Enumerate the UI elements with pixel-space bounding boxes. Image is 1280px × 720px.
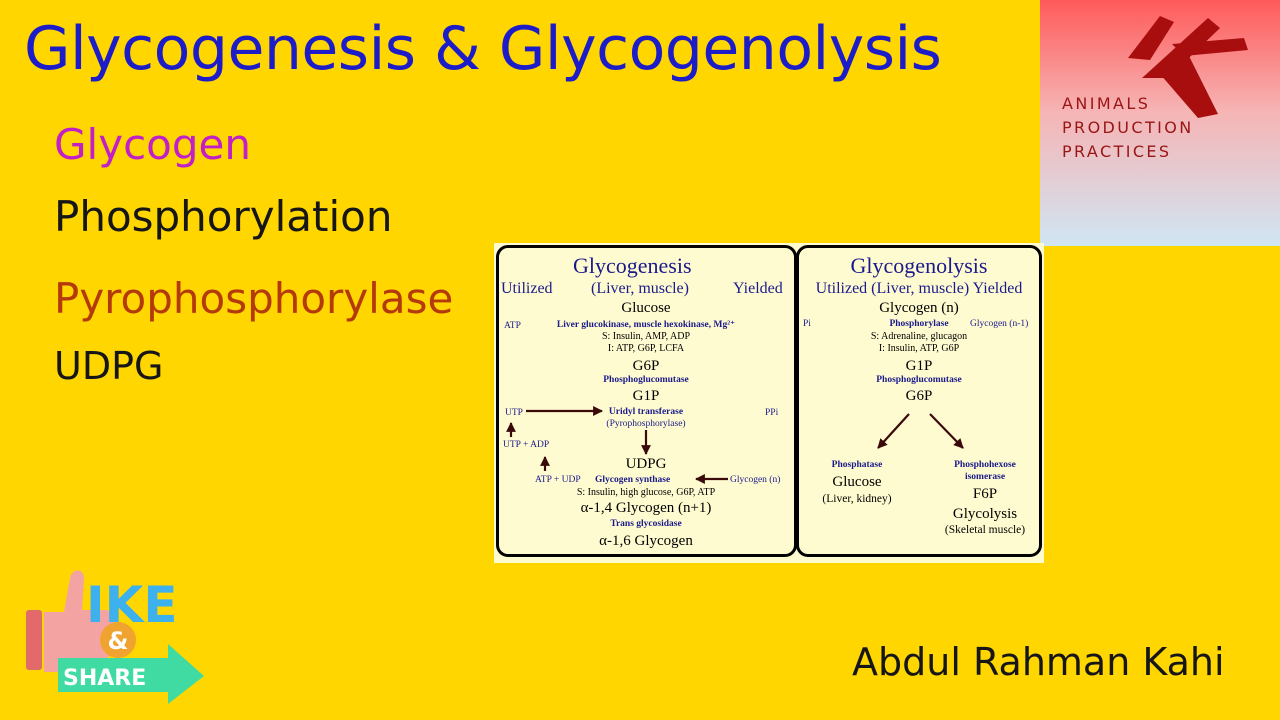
term-glycogen: Glycogen	[54, 120, 251, 169]
phosphoglucomutase-label: Phosphoglucomutase	[603, 375, 689, 385]
skeletal-muscle-label: (Skeletal muscle)	[944, 524, 1026, 536]
g1p-node-r: G1P	[905, 358, 933, 374]
pathway-diagram: Glycogenesis Utilized (Liver, muscle) Yi…	[494, 243, 1044, 563]
phosphatase-label: Phosphatase	[831, 460, 883, 470]
glycogenesis-panel	[496, 245, 797, 557]
utilized-label: Utilized	[501, 280, 553, 297]
author-name: Abdul Rahman Kahi	[852, 640, 1225, 684]
channel-logo: ANIMALS PRODUCTION PRACTICES	[1040, 0, 1280, 246]
glycogenesis-caption: Glycogenesis	[573, 253, 692, 278]
like-share-badge[interactable]: IKE & SHARE	[22, 560, 212, 705]
g1p-node: G1P	[632, 388, 660, 404]
like-word: IKE	[86, 576, 178, 634]
g6p-node: G6P	[632, 358, 660, 374]
utp-label: UTP	[505, 408, 523, 418]
ppi-label: PPi	[765, 408, 779, 418]
logo-line-3: PRACTICES	[1062, 142, 1172, 161]
utp-adp-label: UTP + ADP	[503, 440, 550, 450]
glucose-node-r: Glucose	[832, 474, 882, 490]
glucose-node: Glucose	[621, 300, 671, 316]
glucokinase-label: Liver glucokinase, muscle hexokinase, Mg…	[556, 320, 736, 330]
glycogen-14-node: α-1,4 Glycogen (n+1)	[580, 500, 712, 516]
glycogenolysis-caption: Glycogenolysis	[850, 253, 988, 278]
glycogenolysis-panel	[796, 245, 1042, 557]
glycogenolysis-header: Utilized (Liver, muscle) Yielded	[815, 280, 1023, 297]
share-arrow-icon	[58, 644, 204, 704]
page-title: Glycogenesis & Glycogenolysis	[24, 14, 942, 84]
pyrophosphorylase-label: (Pyrophosphorylase)	[606, 419, 686, 429]
stimulators-1: S: Insulin, AMP, ADP	[601, 331, 691, 342]
ampersand: &	[108, 627, 129, 655]
g6p-node-r: G6P	[905, 388, 933, 404]
glycogen-n1-label: Glycogen (n-1)	[970, 319, 1029, 329]
phosphohexose-label: Phosphohexose	[954, 460, 1016, 470]
logo-mark-icon	[1128, 16, 1248, 118]
term-pyrophosphorylase: Pyrophosphorylase	[54, 274, 454, 323]
glycogen-synthase-label: Glycogen synthase	[595, 475, 671, 485]
like-share-graphic: IKE & SHARE	[26, 570, 204, 704]
atp-label: ATP	[504, 321, 521, 331]
glycolysis-node: Glycolysis	[952, 506, 1018, 522]
pi-label: Pi	[803, 319, 811, 329]
inhibitors-r1: I: Insulin, ATP, G6P	[878, 343, 960, 354]
logo-text: ANIMALS PRODUCTION PRACTICES	[1062, 92, 1194, 164]
stimulators-4: S: Insulin, high glucose, G6P, ATP	[576, 487, 716, 498]
tissue-label: (Liver, muscle)	[591, 280, 689, 297]
term-udpg: UDPG	[54, 344, 164, 388]
share-word: SHARE	[63, 666, 146, 691]
phosphorylase-label: Phosphorylase	[889, 319, 949, 329]
stimulators-r1: S: Adrenaline, glucagon	[870, 331, 968, 342]
pathway-arrows	[506, 406, 964, 484]
term-phosphorylation: Phosphorylation	[54, 192, 393, 241]
glycogen-n-node: Glycogen (n)	[879, 300, 959, 316]
isomerase-label: isomerase	[964, 472, 1006, 482]
f6p-node: F6P	[972, 486, 998, 502]
atp-udp-label: ATP + UDP	[535, 475, 581, 485]
glycogen-n-input: Glycogen (n)	[730, 475, 781, 485]
trans-glycosidase-label: Trans glycosidase	[610, 519, 682, 529]
liver-kidney-label: (Liver, kidney)	[822, 493, 892, 505]
logo-line-1: ANIMALS	[1062, 94, 1151, 113]
yielded-label: Yielded	[733, 280, 783, 297]
phosphoglucomutase-label-r: Phosphoglucomutase	[876, 375, 962, 385]
glycogen-16-node: α-1,6 Glycogen	[599, 533, 693, 549]
inhibitors-1: I: ATP, G6P, LCFA	[607, 343, 685, 354]
udpg-node: UDPG	[625, 456, 667, 472]
thumbs-up-icon	[26, 570, 116, 672]
logo-line-2: PRODUCTION	[1062, 118, 1194, 137]
uridyl-transferase-label: Uridyl transferase	[608, 407, 684, 417]
